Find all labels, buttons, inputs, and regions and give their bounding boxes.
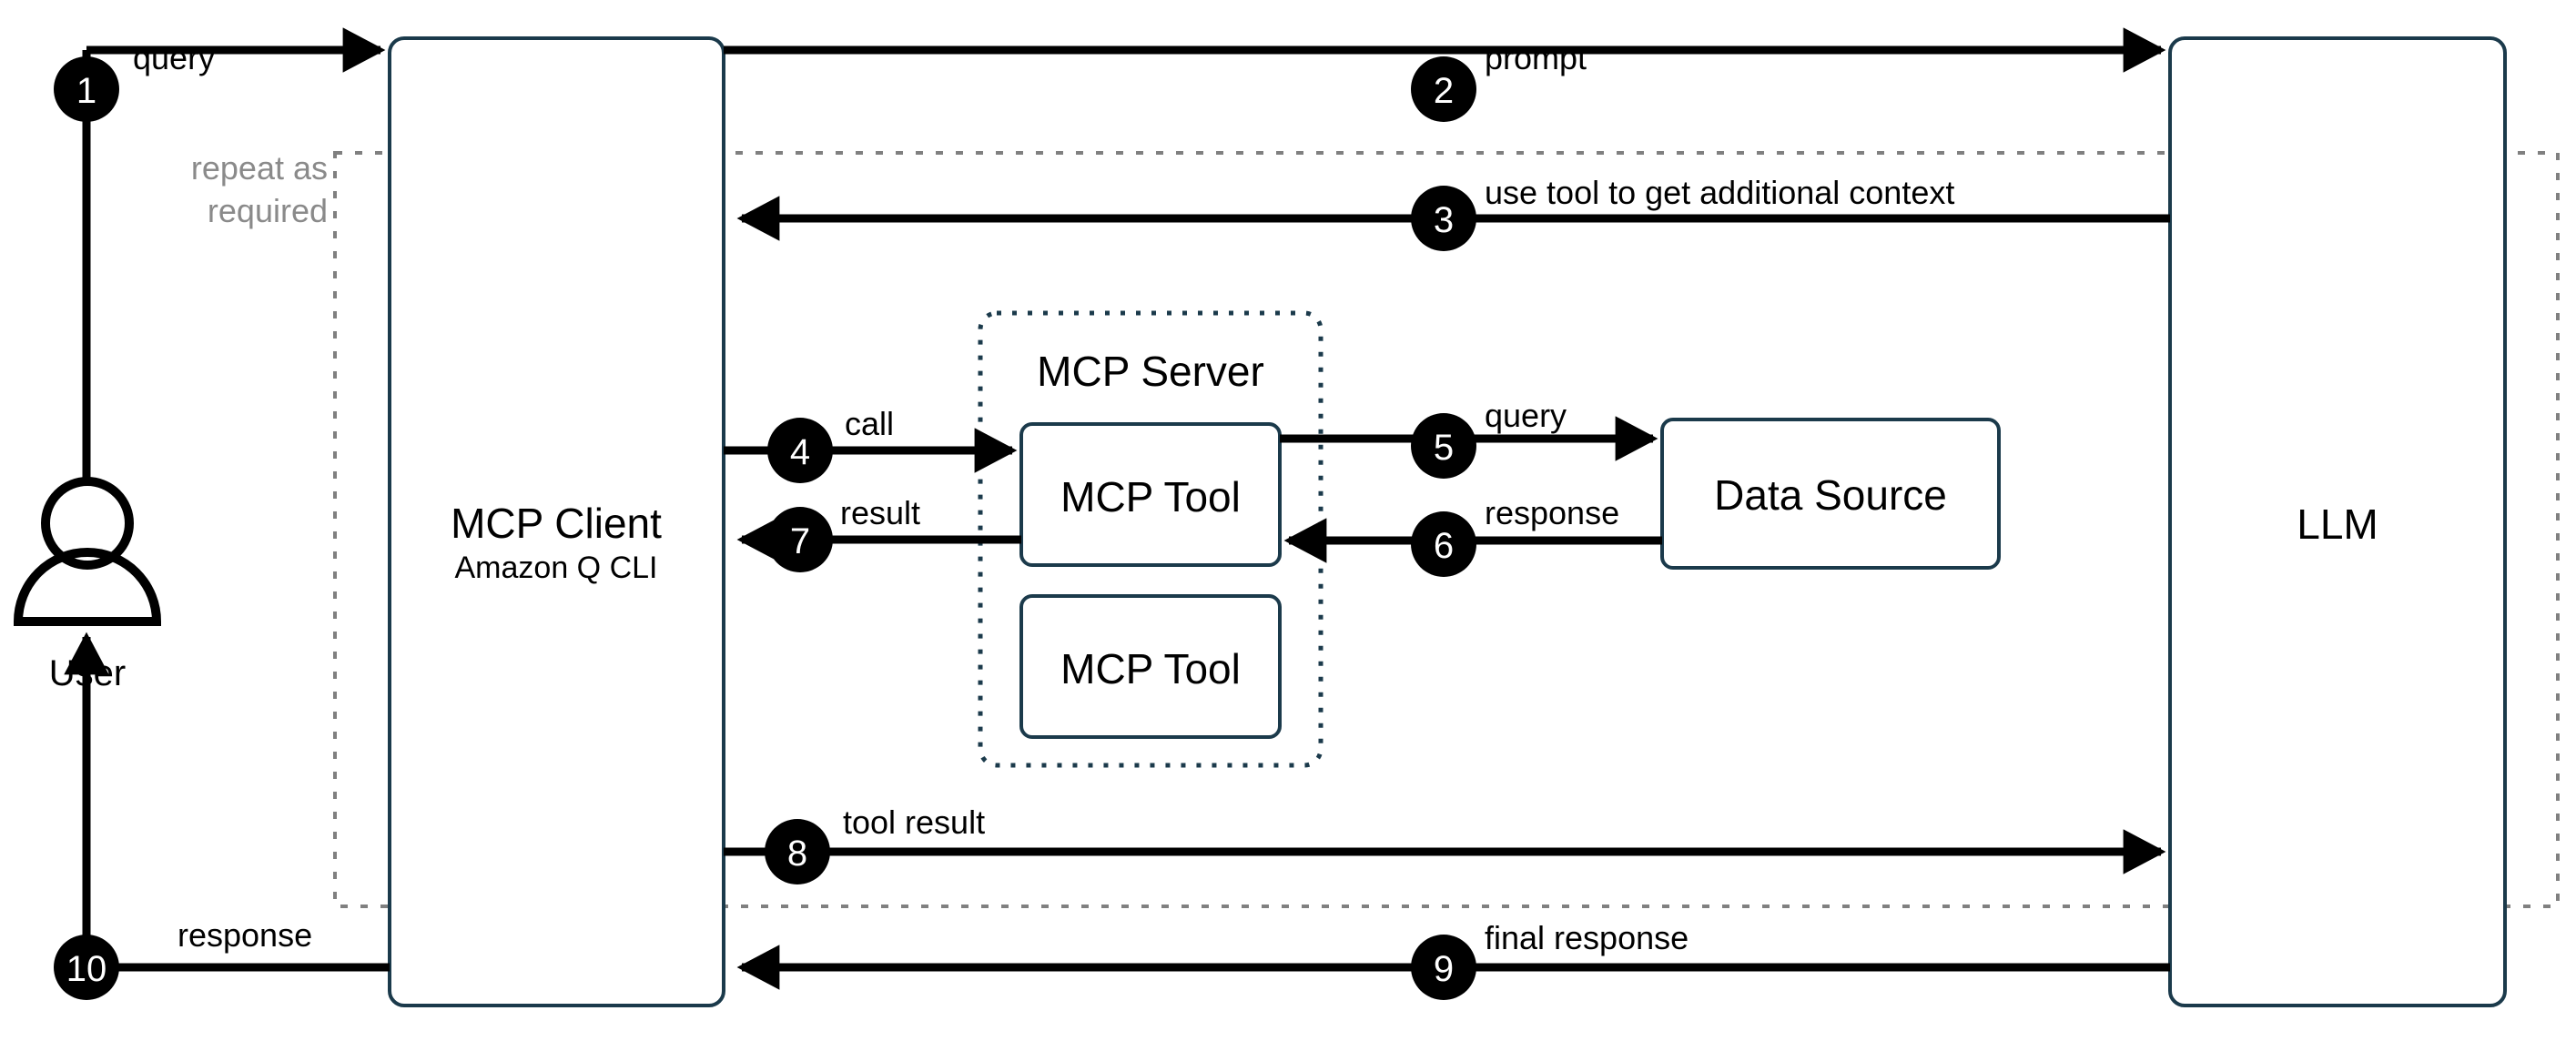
step-badge-6-number: 6 <box>1434 526 1454 566</box>
step-badge-5: 5 <box>1411 413 1476 479</box>
mcp-tool-2-label: MCP Tool <box>1060 645 1241 692</box>
step-badge-8-number: 8 <box>787 834 807 874</box>
data-source-box[interactable] <box>1660 418 2001 570</box>
mcp-tool-box-2[interactable] <box>1019 594 1282 739</box>
step-badge-10-number: 10 <box>66 949 107 989</box>
step-badge-2: 2 <box>1411 56 1476 122</box>
step-9-label: final response <box>1485 919 1689 956</box>
step-badge-6: 6 <box>1411 511 1476 577</box>
repeat-region-label-line2: required <box>207 191 328 229</box>
user-head-icon <box>41 477 134 570</box>
step-10-label: response <box>177 916 313 954</box>
step-5-label: query <box>1485 397 1567 434</box>
step-badge-9-number: 9 <box>1434 949 1454 989</box>
step-4-label: call <box>845 405 895 442</box>
llm-box[interactable] <box>2168 36 2507 1007</box>
step-badge-2-number: 2 <box>1434 71 1454 111</box>
repeat-region-label: repeat as required <box>164 147 328 233</box>
step-badge-7: 7 <box>767 507 833 572</box>
step-7-label: result <box>840 494 921 531</box>
step-badge-3-number: 3 <box>1434 200 1454 240</box>
step-badge-7-number: 7 <box>790 521 810 561</box>
step-badge-4: 4 <box>767 418 833 483</box>
step-badge-8: 8 <box>765 819 830 884</box>
user-body-icon <box>13 548 162 626</box>
step-badge-3: 3 <box>1411 186 1476 251</box>
mcp-tool-1-label: MCP Tool <box>1060 473 1241 520</box>
data-source-label: Data Source <box>1714 471 1947 519</box>
mcp-server-label: MCP Server <box>1037 348 1264 395</box>
step-6-label: response <box>1485 494 1620 531</box>
llm-label: LLM <box>2297 500 2378 548</box>
user-actor-label: User <box>48 653 127 693</box>
step-2-label: prompt <box>1485 39 1587 76</box>
step-8-label: tool result <box>843 803 986 841</box>
repeat-region-outline <box>333 151 2560 908</box>
mcp-client-label: MCP Client <box>451 500 662 547</box>
mcp-tool-box-1[interactable] <box>1019 422 1282 567</box>
step-badge-9: 9 <box>1411 935 1476 1000</box>
mcp-client-sublabel: Amazon Q CLI <box>454 551 658 585</box>
mcp-client-box[interactable] <box>388 36 725 1007</box>
step-badge-4-number: 4 <box>790 432 810 472</box>
step-badge-5-number: 5 <box>1434 428 1454 468</box>
step-badge-1-number: 1 <box>76 71 96 111</box>
repeat-region-label-line1: repeat as <box>190 149 328 187</box>
step-1-label: query <box>133 39 216 76</box>
step-badge-10: 10 <box>54 935 119 1000</box>
step-badge-1: 1 <box>54 56 119 122</box>
step-3-label: use tool to get additional context <box>1485 174 1955 211</box>
